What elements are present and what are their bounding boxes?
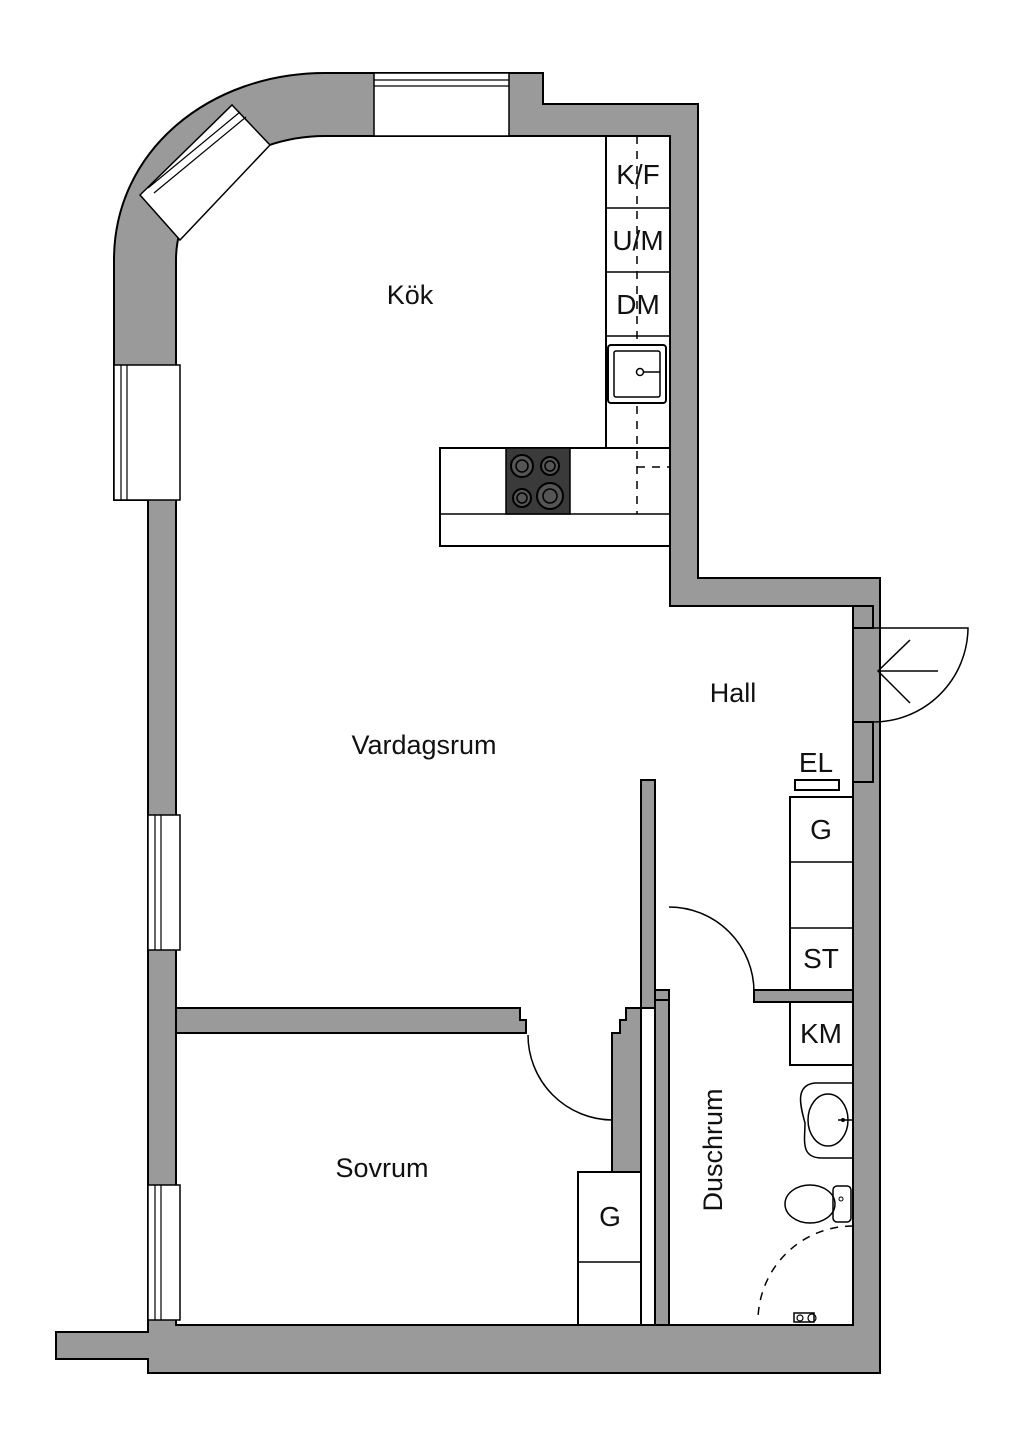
arrow-left-icon — [876, 639, 938, 704]
washing-machine-label: KM — [800, 1018, 842, 1049]
storage-label: ST — [803, 943, 839, 974]
oven-microwave-label: U/M — [612, 225, 663, 256]
shower-icon — [757, 1225, 854, 1323]
fridge-freezer-label: K/F — [616, 159, 660, 190]
dishwasher-label: DM — [616, 289, 660, 320]
toilet-icon — [784, 1184, 852, 1224]
wall-entrance-bottom — [852, 721, 874, 783]
wardrobe-hall-label: G — [810, 814, 832, 845]
entrance-door — [872, 627, 969, 723]
washing-machine — [789, 1001, 854, 1066]
hall-fixtures: EL G ST — [668, 627, 969, 993]
interior-floor — [175, 135, 854, 1326]
sink-icon — [607, 344, 667, 404]
window-bedroom-left — [147, 1184, 181, 1321]
window-curved — [138, 103, 272, 242]
wall-shower-top — [753, 989, 854, 1003]
window-kitchen-left — [113, 364, 181, 501]
bedroom-label: Sovrum — [335, 1153, 428, 1183]
wall-hall-divider — [640, 779, 656, 1009]
stove-icon — [505, 447, 571, 515]
shower-room-door — [668, 906, 755, 993]
living-room-label: Vardagsrum — [351, 730, 496, 760]
wall-entrance-top — [852, 605, 874, 629]
electrical-panel — [794, 779, 840, 791]
walls — [55, 72, 881, 1374]
wall-bedroom-top — [175, 1007, 527, 1034]
window-top — [373, 72, 510, 137]
kitchen-label: Kök — [387, 280, 434, 310]
bedroom-wardrobe — [577, 1171, 642, 1326]
window-living-left — [147, 814, 181, 951]
closet-stack — [789, 796, 854, 991]
shower-room-fixtures: KM Duschrum — [698, 1001, 854, 1323]
hall-label: Hall — [710, 678, 757, 708]
windows — [113, 72, 510, 1321]
wardrobe-bedroom-label: G — [599, 1201, 621, 1232]
bedroom-fixtures: G — [527, 1034, 642, 1326]
wall-shower-left-stub — [654, 989, 670, 1001]
wall-shower-left — [654, 999, 670, 1326]
bedroom-door — [527, 1034, 613, 1121]
electrical-label: EL — [799, 747, 833, 778]
shower-room-label: Duschrum — [698, 1088, 728, 1211]
kitchen-counter: K/F U/M DM — [439, 135, 671, 547]
washbasin-icon — [799, 1082, 853, 1159]
